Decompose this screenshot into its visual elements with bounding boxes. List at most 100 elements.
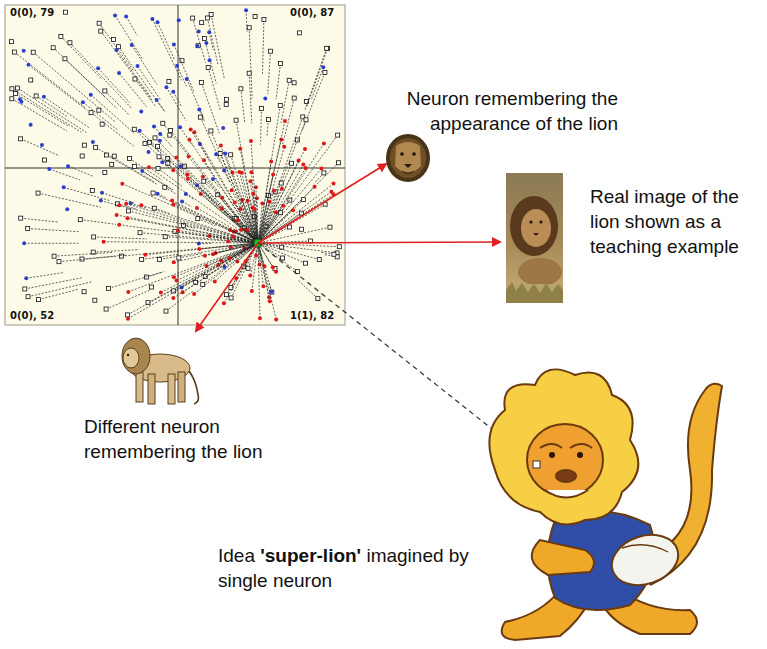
dashed-link <box>173 205 258 243</box>
neuron-square <box>36 191 40 195</box>
neuron-square <box>80 257 84 261</box>
neuron-square <box>151 191 155 195</box>
dashed-link <box>200 117 258 243</box>
dashed-link <box>174 243 258 262</box>
neuron-square <box>138 231 142 235</box>
dashed-link <box>173 92 181 107</box>
neuron-square <box>143 141 147 145</box>
neuron-dot-blue <box>139 110 143 114</box>
neuron-square <box>128 157 132 161</box>
dashed-link <box>204 39 216 84</box>
neuron-square <box>133 77 137 81</box>
neuron-dot-red <box>117 203 121 207</box>
neuron-dot-blue <box>81 100 85 104</box>
neuron-square <box>149 285 153 289</box>
dashed-link <box>224 243 258 303</box>
super-lion-cartoon <box>489 369 722 640</box>
lion-head-icon <box>386 134 430 182</box>
neuron-dot-red <box>176 228 180 232</box>
dashed-link <box>221 146 258 243</box>
neuron-dot-blue <box>113 13 117 17</box>
neuron-square <box>52 254 56 258</box>
neuron-dot-blue <box>221 126 225 130</box>
corner-label: 0(0), 87 <box>288 7 336 19</box>
neuron-square <box>304 118 308 122</box>
neuron-dot-red <box>185 173 189 177</box>
dashed-link <box>119 225 258 243</box>
quadrant-line <box>178 5 179 325</box>
dashed-link <box>99 23 134 71</box>
neuron-square <box>132 127 136 131</box>
dashed-link <box>104 242 258 243</box>
neuron-square <box>209 129 213 133</box>
dashed-link <box>260 108 262 144</box>
neuron-square <box>198 115 202 119</box>
dashed-link <box>258 163 338 243</box>
dashed-link <box>258 187 315 243</box>
dashed-link <box>201 82 219 133</box>
neuron-dot-red <box>222 301 226 305</box>
dashed-link <box>258 243 306 263</box>
neuron-dot-red <box>189 127 193 131</box>
dashed-link <box>94 237 147 239</box>
neuron-square <box>253 14 257 18</box>
dashed-link <box>16 94 68 126</box>
dashed-link <box>211 131 258 243</box>
neuron-dot-red <box>187 138 191 142</box>
dashed-link <box>130 159 163 181</box>
neuron-dot-blue <box>208 58 212 62</box>
dashed-link <box>93 250 139 253</box>
neuron-dot-red <box>120 182 124 186</box>
corner-label: 0(0), 79 <box>8 7 56 19</box>
dashed-link <box>128 211 258 243</box>
neuron-dot-blue <box>130 43 134 47</box>
dashed-link <box>149 167 258 243</box>
dashed-link <box>44 97 90 128</box>
neuron-dot-red <box>254 253 258 257</box>
dashed-link <box>101 201 122 207</box>
dashed-link <box>177 66 186 87</box>
neuron-square <box>93 298 97 302</box>
dashed-link <box>154 126 173 147</box>
neuron-square <box>167 80 171 84</box>
neuron-square <box>19 216 23 220</box>
neuron-dot-red <box>171 296 175 300</box>
dashed-link <box>171 130 258 243</box>
neuron-square <box>100 122 104 126</box>
dashed-link <box>193 18 206 63</box>
neuron-square <box>156 166 160 170</box>
neuron-square <box>29 78 33 82</box>
neuron-dot-red <box>268 299 272 303</box>
dashed-link <box>83 102 117 130</box>
neuron-dot-blue <box>160 160 164 164</box>
dashed-link <box>197 208 258 243</box>
dashed-link <box>65 59 105 97</box>
neuron-square <box>10 97 14 101</box>
neuron-square <box>259 106 263 110</box>
dashed-link <box>258 174 273 243</box>
dashed-link <box>116 50 151 98</box>
dashed-link <box>297 120 306 143</box>
dashed-link <box>174 243 258 291</box>
neuron-square <box>295 138 299 142</box>
neuron-square <box>229 286 233 290</box>
neuron-dot-blue <box>150 17 154 21</box>
neuron-square <box>16 86 20 90</box>
dashed-link <box>255 209 258 243</box>
neuron-square <box>63 10 67 14</box>
neuron-dot-blue <box>263 97 267 101</box>
neuron-dot-blue <box>222 265 226 269</box>
neuron-dot-blue <box>40 143 44 147</box>
neuron-dot-blue <box>158 139 162 143</box>
neuron-dot-blue <box>321 65 325 69</box>
neuron-square <box>181 223 185 227</box>
dashed-link <box>187 79 204 118</box>
lion-photo <box>506 173 563 303</box>
dashed-link <box>302 72 325 131</box>
neuron-dot-blue <box>117 71 121 75</box>
neuron-square <box>328 225 332 229</box>
dashed-link <box>258 243 276 319</box>
neuron-square <box>68 41 72 45</box>
dashed-link <box>140 131 162 152</box>
dashed-link <box>158 146 258 243</box>
